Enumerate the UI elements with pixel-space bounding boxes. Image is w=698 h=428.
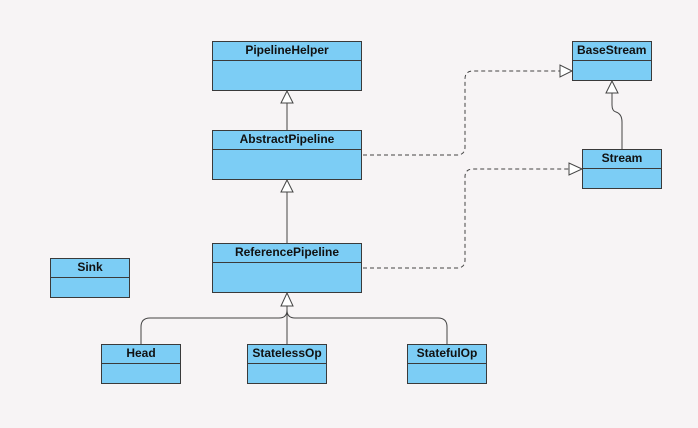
- edge-statefulop-referencepipeline: [286, 309, 448, 344]
- class-sink[interactable]: Sink: [50, 258, 130, 298]
- arrowhead-basestream-realization: [559, 64, 574, 78]
- class-name: ReferencePipeline: [213, 244, 361, 263]
- class-name: PipelineHelper: [213, 42, 361, 61]
- class-stream[interactable]: Stream: [582, 149, 662, 189]
- edge-stream-basestream: [611, 93, 623, 149]
- edge-referencepipeline-stream: [363, 168, 569, 269]
- arrowhead-stream-realization: [568, 162, 584, 176]
- class-name: Head: [102, 345, 180, 364]
- class-name: AbstractPipeline: [213, 131, 361, 150]
- class-referencepipeline[interactable]: ReferencePipeline: [212, 243, 362, 293]
- class-abstractpipeline[interactable]: AbstractPipeline: [212, 130, 362, 180]
- class-pipelinehelper[interactable]: PipelineHelper: [212, 41, 362, 91]
- arrowhead-pipelinehelper: [280, 89, 294, 104]
- edge-abstractpipeline-basestream: [363, 70, 560, 156]
- class-basestream[interactable]: BaseStream: [572, 41, 652, 81]
- class-name: StatefulOp: [408, 345, 486, 364]
- class-name: Stream: [583, 150, 661, 169]
- class-name: StatelessOp: [248, 345, 326, 364]
- class-name: BaseStream: [573, 42, 651, 61]
- arrowhead-referencepipeline: [280, 291, 294, 307]
- class-statelessop[interactable]: StatelessOp: [247, 344, 327, 384]
- class-statefulop[interactable]: StatefulOp: [407, 344, 487, 384]
- class-name: Sink: [51, 259, 129, 278]
- class-head[interactable]: Head: [101, 344, 181, 384]
- edge-head-referencepipeline: [140, 309, 288, 344]
- arrowhead-abstractpipeline: [280, 178, 294, 193]
- arrowhead-basestream-from-stream: [605, 79, 619, 94]
